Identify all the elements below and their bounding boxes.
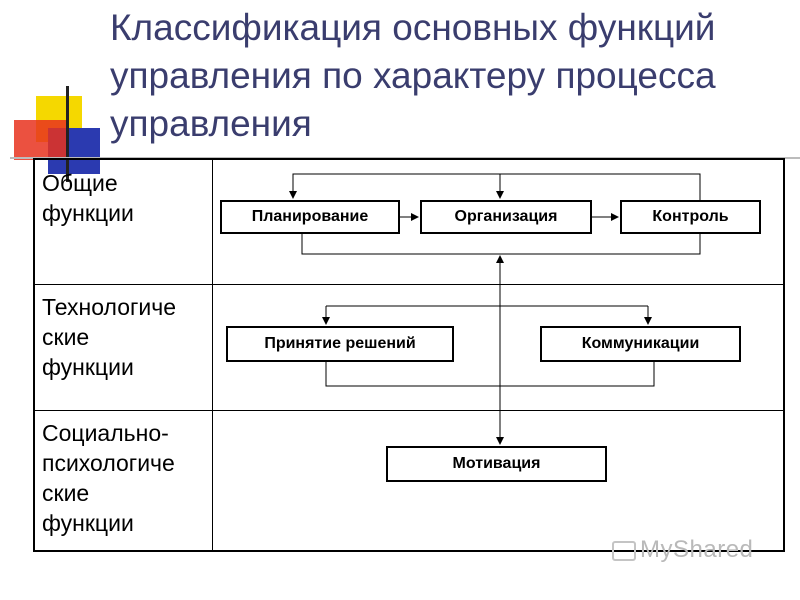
decor-red-square: [14, 120, 66, 160]
table-column-divider: [212, 158, 213, 552]
connector-row1-bracket: [301, 234, 701, 255]
box-planning: Планирование: [220, 200, 400, 234]
presentation-icon: [612, 540, 636, 561]
connector-top-loop: [289, 173, 701, 200]
row-label-general: Общие функции: [42, 170, 134, 226]
classification-table: [33, 158, 785, 552]
row-label-technological: Технологиче ские функции: [42, 294, 177, 380]
slide-title: Классификация основных функций управлени…: [110, 7, 716, 144]
table-row-divider: [33, 410, 785, 411]
box-organization: Организация: [420, 200, 592, 234]
watermark-logo: MyShared: [612, 536, 753, 564]
decor-vertical-line: [66, 86, 69, 182]
box-communications: Коммуникации: [540, 326, 741, 362]
connector-row2-bracket: [325, 362, 655, 387]
box-motivation: Мотивация: [386, 446, 607, 482]
table-row-divider: [33, 284, 785, 285]
watermark-text: MyShared: [640, 536, 754, 563]
box-decisions: Принятие решений: [226, 326, 454, 362]
row-label-socio-psychological: Социально- психологиче ские функции: [42, 420, 175, 536]
box-control: Контроль: [620, 200, 761, 234]
